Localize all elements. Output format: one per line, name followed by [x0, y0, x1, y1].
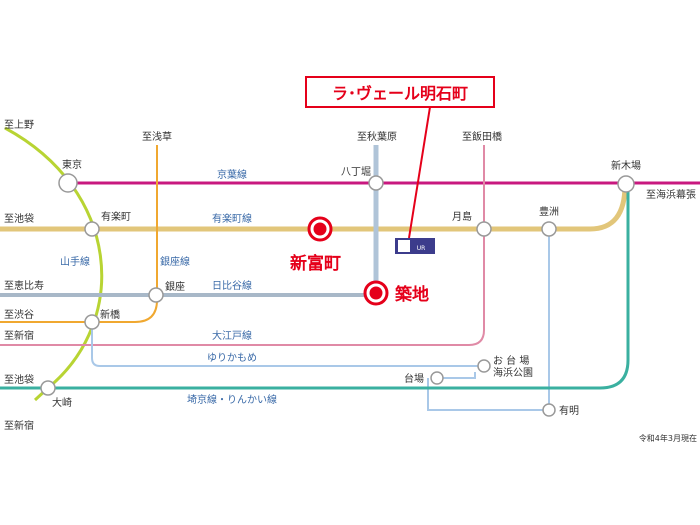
station-label-toyosu: 豊洲	[539, 205, 559, 218]
direction-to-shibuya: 至渋谷	[4, 308, 34, 321]
station-label-shinkiba: 新木場	[611, 159, 641, 172]
station-ariake-marker[interactable]	[542, 403, 556, 417]
station-daiba-marker[interactable]	[430, 371, 444, 385]
saikyo-line	[0, 185, 630, 390]
direction-to-iidabashi: 至飯田橋	[462, 130, 502, 143]
direction-to-akihabara: 至秋葉原	[357, 130, 397, 143]
station-label-shinbashi: 新橋	[100, 308, 120, 321]
station-label-tsukiji: 築地	[394, 284, 429, 305]
ur-mark-text: UR	[417, 245, 426, 252]
station-odaiba-kaihin-koen-marker[interactable]	[477, 359, 491, 373]
station-hatchobori-marker[interactable]	[368, 175, 384, 191]
as-of-note: 令和4年3月現在	[639, 433, 697, 443]
line-label-ginza: 銀座線	[160, 255, 190, 268]
line-label-saikyo: 埼京線・りんかい線	[187, 393, 277, 406]
station-label-tsukishima: 月島	[452, 210, 472, 223]
direction-to-ikebukuro-1: 至池袋	[4, 212, 34, 225]
property-callout-title: ラ･ヴェール明石町	[332, 84, 468, 103]
line-label-hibiya: 日比谷線	[212, 279, 252, 292]
station-ginza-marker[interactable]	[148, 287, 164, 303]
property-callout-box[interactable]	[305, 76, 495, 108]
station-label-daiba: 台場	[404, 372, 424, 385]
line-label-keiyo: 京葉線	[217, 168, 247, 181]
tsukiji-marker-dot	[369, 286, 383, 300]
station-label-osaki: 大崎	[52, 396, 72, 409]
oedo-line	[0, 145, 485, 346]
shintomicho-marker-dot	[313, 222, 327, 236]
station-yurakucho-marker[interactable]	[84, 221, 100, 237]
ur-property-icon-inner	[398, 240, 410, 252]
line-label-yurikamome: ゆりかもめ	[207, 352, 257, 364]
direction-to-ueno: 至上野	[4, 119, 34, 131]
direction-to-kaihinmakuhari: 至海浜幕張	[646, 188, 696, 201]
station-shinkiba-marker[interactable]	[617, 175, 635, 193]
direction-to-ebisu: 至恵比寿	[4, 279, 44, 292]
station-label-hatchobori: 八丁堀	[341, 166, 371, 178]
station-label-odaiba-1: お 台 場	[493, 354, 529, 367]
station-osaki-marker[interactable]	[40, 380, 56, 396]
station-label-shintomicho: 新富町	[290, 253, 341, 274]
direction-to-ikebukuro-2: 至池袋	[4, 373, 34, 386]
yurikamome-line	[91, 322, 484, 367]
line-label-oedo: 大江戸線	[212, 329, 252, 342]
line-label-yamanote: 山手線	[60, 255, 90, 268]
yamanote-line	[4, 126, 104, 390]
yurakucho-line	[0, 184, 628, 232]
station-label-tokyo: 東京	[62, 158, 82, 171]
station-tokyo-marker[interactable]	[58, 173, 78, 193]
line-label-yurakucho: 有楽町線	[212, 212, 252, 225]
station-label-ariake: 有明	[559, 404, 579, 417]
station-toyosu-marker[interactable]	[541, 221, 557, 237]
direction-to-shinjuku-1: 至新宿	[4, 329, 34, 342]
callout-pointer	[408, 106, 431, 239]
station-label-ginza: 銀座	[165, 280, 185, 293]
station-shinbashi-marker[interactable]	[84, 314, 100, 330]
yurikamome-ariake	[427, 378, 548, 411]
yurikamome-loop	[440, 372, 476, 379]
direction-to-shinjuku-2: 至新宿	[4, 419, 34, 432]
direction-to-asakusa: 至浅草	[142, 130, 172, 143]
station-tsukishima-marker[interactable]	[476, 221, 492, 237]
station-label-yurakucho: 有楽町	[101, 210, 131, 223]
station-label-odaiba-2: 海浜公園	[493, 366, 533, 379]
